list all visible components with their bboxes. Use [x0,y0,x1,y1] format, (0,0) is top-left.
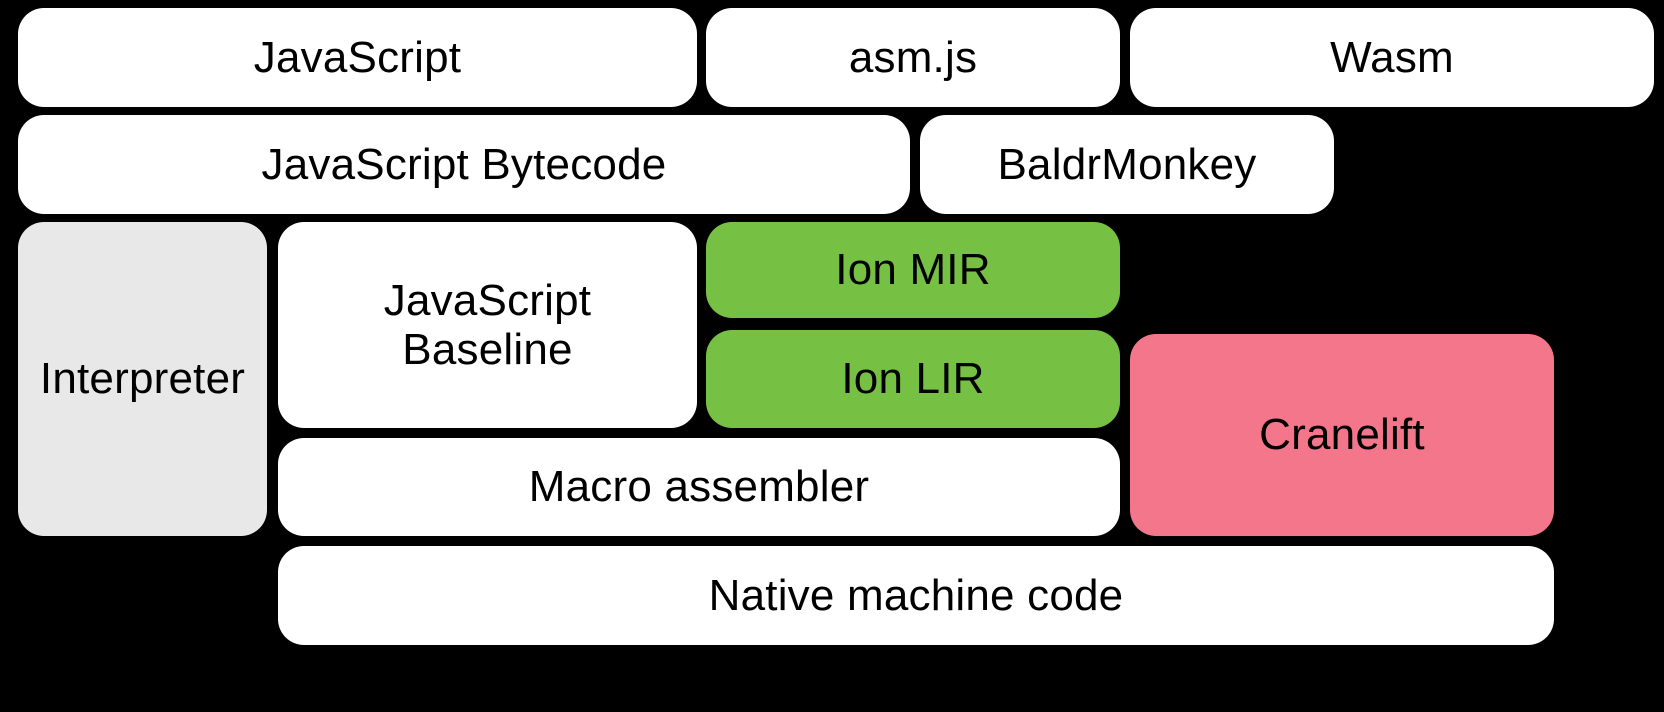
node-label: JavaScript [253,32,462,82]
node-label: Ion MIR [835,245,991,295]
node-interpreter: Interpreter [18,222,267,536]
node-label: JavaScript Bytecode [261,139,667,189]
node-label: asm.js [848,32,978,82]
node-label: Macro assembler [528,462,870,512]
node-cranelift: Cranelift [1130,334,1554,536]
node-label: Cranelift [1259,410,1425,460]
node-javascript-bytecode: JavaScript Bytecode [18,115,910,214]
node-javascript: JavaScript [18,8,697,107]
node-wasm: Wasm [1130,8,1654,107]
node-macro-assembler: Macro assembler [278,438,1120,536]
node-label: Ion LIR [841,354,985,404]
node-label: Interpreter [39,354,246,404]
node-javascript-baseline: JavaScript Baseline [278,222,697,428]
node-label: JavaScript Baseline [383,275,592,374]
node-ion-mir: Ion MIR [706,222,1120,318]
node-label: Wasm [1330,32,1454,82]
node-asmjs: asm.js [706,8,1120,107]
node-ion-lir: Ion LIR [706,330,1120,428]
node-baldrmonkey: BaldrMonkey [920,115,1334,214]
node-native-machine-code: Native machine code [278,546,1554,645]
node-label: BaldrMonkey [997,139,1257,189]
node-label: Native machine code [708,570,1124,620]
